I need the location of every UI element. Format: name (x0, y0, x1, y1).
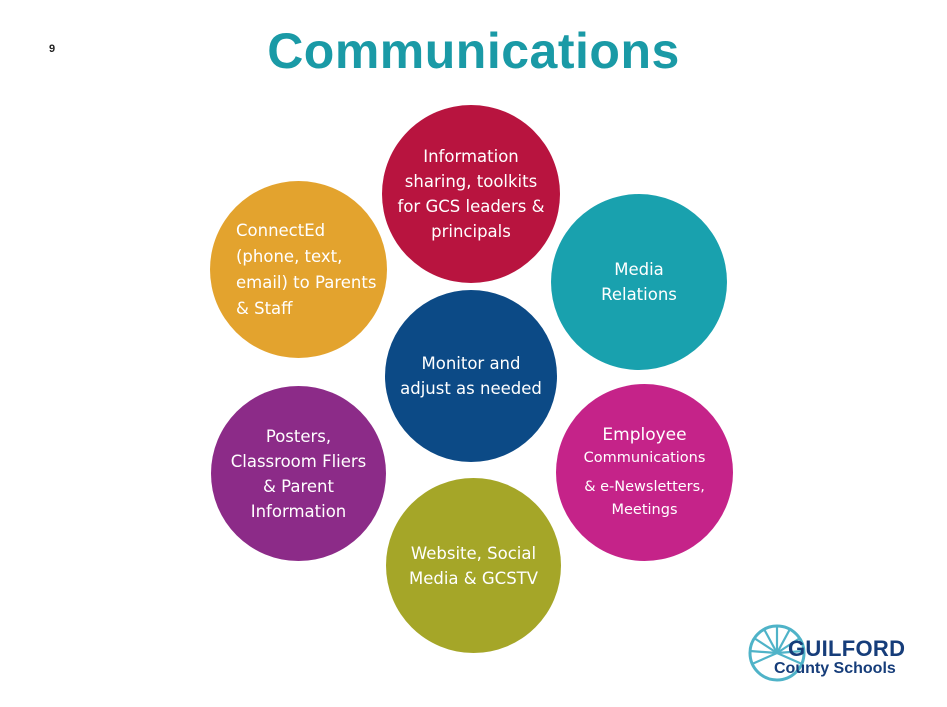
circle-employee-communications-text: Employee Communications & e-Newsletters,… (556, 424, 733, 522)
circle-information-sharing: Information sharing, toolkits for GCS le… (382, 105, 560, 283)
circle-posters-text: Posters, Classroom Fliers & Parent Infor… (230, 426, 367, 521)
circle-website-social: Website, Social Media & GCSTV (386, 478, 561, 653)
circle-posters: Posters, Classroom Fliers & Parent Infor… (211, 386, 386, 561)
circle-information-sharing-text: Information sharing, toolkits for GCS le… (397, 147, 545, 241)
circle-monitor-adjust-text: Monitor and adjust as needed (400, 354, 542, 398)
circle-employee-communications: Employee Communications & e-Newsletters,… (556, 384, 733, 561)
circle-website-social-text: Website, Social Media & GCSTV (408, 543, 539, 588)
logo-line-county-schools: County Schools (774, 660, 896, 677)
circle-monitor-adjust: Monitor and adjust as needed (385, 290, 557, 462)
circle-connected: ConnectEd (phone, text, email) to Parent… (210, 181, 387, 358)
employee-line-2: Communications (583, 449, 706, 466)
employee-line-3: & e-Newsletters, Meetings (584, 478, 705, 518)
employee-line-1: Employee (602, 424, 687, 445)
logo-line-guilford: GUILFORD (788, 636, 906, 661)
circle-media-relations-text: Media Relations (601, 260, 677, 304)
circle-connected-text: ConnectEd (phone, text, email) to Parent… (236, 220, 377, 318)
slide-number: 9 (49, 43, 56, 55)
guilford-county-schools-logo: GUILFORD County Schools (748, 624, 928, 686)
circle-media-relations: Media Relations (551, 194, 727, 370)
slide-title: Communications (267, 23, 680, 79)
sunburst-logo-icon (748, 624, 806, 682)
